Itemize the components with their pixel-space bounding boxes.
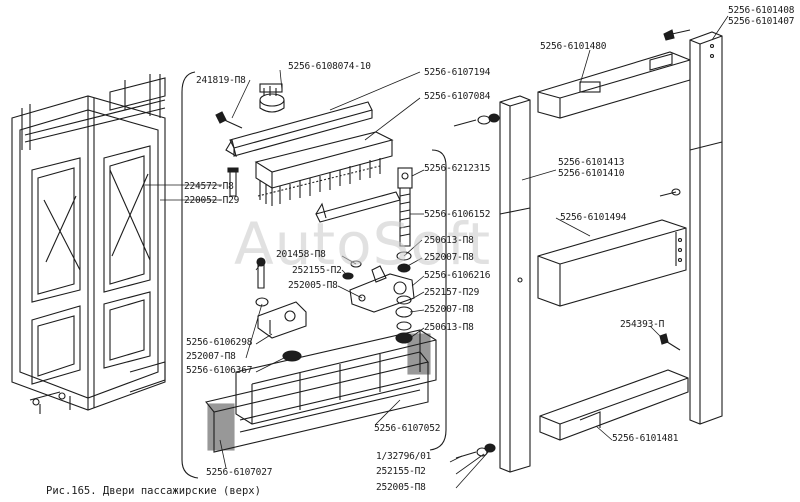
- brush-6107084: [254, 131, 394, 206]
- label-250613-top: 250613-П8: [424, 235, 474, 246]
- overview-leaders: [145, 184, 222, 201]
- label-252155-top: 252155-П2: [292, 265, 342, 276]
- post-6101408: [689, 31, 723, 425]
- left-bracket: [181, 71, 199, 479]
- label-6108074: 5256-6108074-10: [288, 61, 371, 72]
- watermark: AutoSoft: [234, 210, 492, 278]
- screw-224572: [227, 167, 239, 197]
- label-6101413: 5256-6101413: [558, 157, 625, 168]
- label-6107084: 5256-6107084: [424, 91, 491, 102]
- label-201458: 201458-П8: [276, 249, 326, 260]
- label-252155-bottom: 252155-П2: [376, 466, 426, 477]
- bar-6101481: [539, 369, 689, 441]
- label-254393: 254393-П: [620, 319, 665, 330]
- panel-6101494: [537, 219, 687, 307]
- screw-right-mid: [453, 113, 500, 127]
- label-224572: 224572-П8: [184, 181, 234, 192]
- screw-right-top: [663, 29, 691, 41]
- label-6106216: 5256-6106216: [424, 270, 491, 281]
- label-6107194: 5256-6107194: [424, 67, 491, 78]
- figure-caption: Рис.165. Двери пассажирские (верх): [46, 485, 261, 497]
- label-6101410: 5256-6101410: [558, 168, 625, 179]
- label-220052: 220052-П29: [184, 195, 240, 206]
- bracket-6106298: [257, 301, 307, 339]
- post-6101413: [499, 95, 531, 473]
- label-6106367: 5256-6106367: [186, 365, 253, 376]
- carriage-6107052: [235, 329, 437, 425]
- rail-6107027: [205, 351, 429, 453]
- label-250613-bottom: 250613-П8: [424, 322, 474, 333]
- label-252157: 252157-П29: [424, 287, 480, 298]
- right-bracket: [429, 149, 447, 451]
- door-assembly-overview: [11, 74, 166, 414]
- screw-241819: [215, 111, 243, 129]
- label-252005-top: 252005-П8: [288, 280, 338, 291]
- bar-6101480: [537, 51, 691, 119]
- post-6212315: [397, 167, 413, 247]
- label-6212315: 5256-6212315: [424, 163, 491, 174]
- label-6107052: 5256-6107052: [374, 423, 441, 434]
- screw-right-side: [659, 188, 681, 197]
- label-6106152: 5256-6106152: [424, 209, 491, 220]
- label-252007-top: 252007-П8: [424, 252, 474, 263]
- strip-6107194: [225, 101, 373, 158]
- screw-132796: [455, 443, 496, 459]
- label-6106298: 5256-6106298: [186, 337, 253, 348]
- label-252007-mid: 252007-П8: [424, 304, 474, 315]
- label-6101481: 5256-6101481: [612, 433, 679, 444]
- label-6107027: 5256-6107027: [206, 467, 273, 478]
- label-6101408: 5256-6101408: [728, 5, 795, 16]
- label-132796: 1/32796/01: [376, 451, 432, 462]
- label-leaders: [219, 15, 729, 489]
- label-241819: 241819-П8: [196, 75, 246, 86]
- washer-252007-left: [255, 297, 269, 307]
- knob-6108074: [259, 83, 285, 113]
- label-252007-left: 252007-П8: [186, 351, 236, 362]
- label-6101480: 5256-6101480: [540, 41, 607, 52]
- label-6101407: 5256-6101407: [728, 16, 795, 27]
- screw-254393: [659, 333, 681, 351]
- label-252005-bottom: 252005-П8: [376, 482, 426, 493]
- label-6101494: 5256-6101494: [560, 212, 627, 223]
